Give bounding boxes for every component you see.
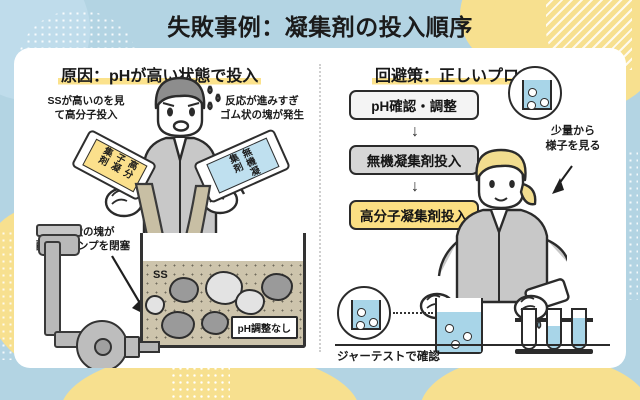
rubber-clump xyxy=(169,277,199,303)
test-tube-rack xyxy=(515,304,593,354)
floc-particle xyxy=(369,318,378,327)
main-card: 原因：pHが高い状態で投入 SSが高いのを見 て高分子投入 反応が進みすぎ ゴム… xyxy=(14,48,626,368)
test-tube xyxy=(546,308,562,350)
beaker-with-flocs-icon xyxy=(508,66,562,120)
scientist-illustration xyxy=(437,148,567,304)
tank-airspace xyxy=(143,233,303,261)
left-panel-cause: 原因：pHが高い状態で投入 SSが高いのを見 て高分子投入 反応が進みすぎ ゴム… xyxy=(14,48,319,368)
right-panel-heading-text: 回避策：正しいプロセス xyxy=(372,68,555,85)
flow-step-ph-check[interactable]: pH確認・調整 xyxy=(349,90,479,120)
beaker-with-flocs-icon xyxy=(337,286,391,340)
dotted-connector xyxy=(393,312,433,314)
page-title: 失敗事例：凝集剤の投入順序 xyxy=(167,14,473,40)
panel-divider xyxy=(319,64,321,352)
ph-no-adjust-badge: pH調整なし xyxy=(230,316,298,339)
rubber-clump xyxy=(235,289,265,315)
pump-hub xyxy=(94,338,112,356)
caption-jar-test: ジャーテストで確認 xyxy=(337,351,440,363)
arrow-down-icon: ↓ xyxy=(411,178,419,195)
treatment-tank: SS pH調整なし xyxy=(140,233,306,348)
pipe-vertical xyxy=(44,241,61,336)
left-panel-heading: 原因：pHが高い状態で投入 xyxy=(58,62,262,86)
note-rubber-lump: 反応が進みすぎ ゴム状の塊が発生 xyxy=(220,95,304,121)
floc-particle xyxy=(356,321,365,330)
arrow-pointer-icon xyxy=(552,165,573,194)
note-small-dose: 少量から 様子を見る xyxy=(545,125,601,152)
rubber-clump xyxy=(161,311,195,339)
floc-particle xyxy=(357,308,366,317)
right-panel-heading: 回避策：正しいプロセス xyxy=(372,62,555,86)
bottom-rule xyxy=(335,344,610,346)
rubber-clump xyxy=(261,273,293,301)
rubber-clump xyxy=(145,295,165,315)
rubber-clump xyxy=(201,311,229,335)
floc-particle xyxy=(463,332,472,341)
right-panel-solution: 回避策：正しいプロセス pH確認・調整 ↓ 無機凝集剤投入 ↓ 高分子凝集剤投入… xyxy=(319,48,626,368)
floc-particle xyxy=(445,324,454,333)
note-ss-high: SSが高いのを見 て高分子投入 xyxy=(47,95,125,121)
left-panel-heading-text: 原因：pHが高い状態で投入 xyxy=(58,68,262,85)
floc-particle xyxy=(528,88,537,97)
arrow-down-icon: ↓ xyxy=(411,123,419,140)
floc-particle xyxy=(540,98,549,107)
rack-base xyxy=(515,349,593,354)
test-tube xyxy=(571,308,587,350)
floc-particle xyxy=(527,101,536,110)
flow-step-inorganic-dose[interactable]: 無機凝集剤投入 xyxy=(349,145,479,175)
pump-nozzle xyxy=(138,341,160,353)
tank-ss-label: SS xyxy=(153,269,168,281)
